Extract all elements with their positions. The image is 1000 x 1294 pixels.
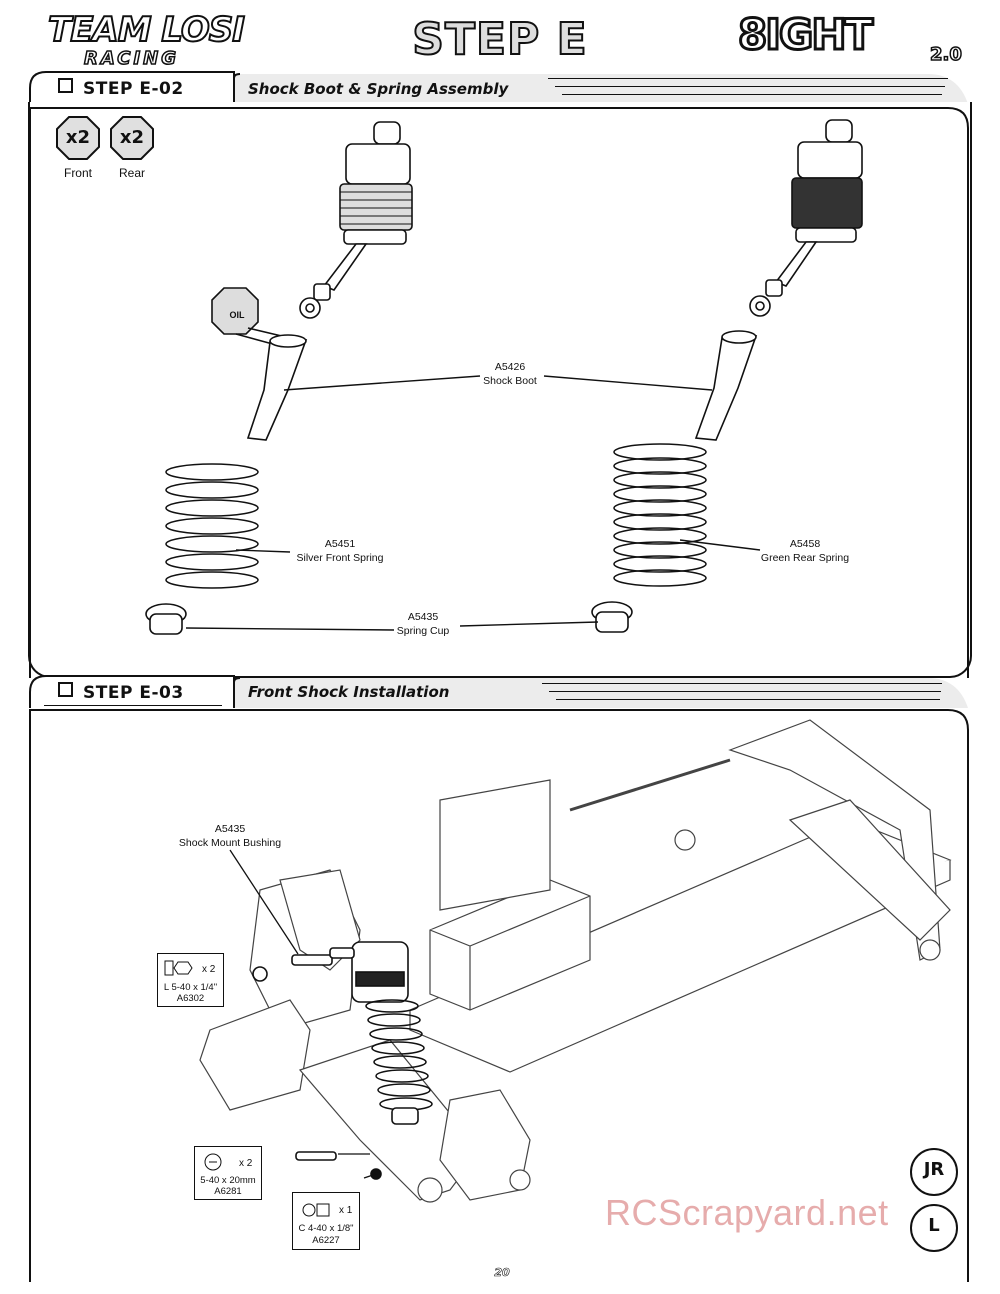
rear-qty-badge: x2 <box>110 116 154 160</box>
panel-border <box>29 709 969 1282</box>
rear-shock-body <box>749 119 863 317</box>
front-caption: Front <box>63 166 92 180</box>
step-e03-label: STEP E-03 <box>58 682 184 703</box>
locknut-icon <box>164 960 193 976</box>
section-header-frame <box>29 675 968 708</box>
shock-mount-bushing-callout: A5435 Shock Mount Bushing <box>178 823 282 849</box>
front-spring <box>165 463 259 589</box>
step-e02-label: STEP E-02 <box>58 78 184 99</box>
oil-label: OIL <box>229 310 245 320</box>
checkbox-icon[interactable] <box>58 682 73 697</box>
left-right-badge: ЈR <box>910 1148 958 1196</box>
screw-head-icon <box>204 1153 222 1171</box>
header-rule <box>555 86 945 87</box>
header-rule <box>548 78 948 79</box>
rear-caption: Rear <box>118 166 145 180</box>
eight-2-logo: 8IGHT 2.0 <box>736 9 962 66</box>
front-shock-body <box>299 121 413 319</box>
header-rule <box>562 94 942 95</box>
spring-cup-callout: A5435 Spring Cup <box>396 611 450 637</box>
front-qty-badge: x2 <box>56 116 100 160</box>
panel-border <box>29 107 969 678</box>
header-rule <box>549 691 941 692</box>
page-title: STEP E <box>411 13 588 66</box>
team-losi-racing-logo: TEAM LOSI RACING <box>47 9 246 70</box>
front-shock <box>252 941 433 1180</box>
step-e02-title: Shock Boot & Spring Assembly <box>248 80 509 98</box>
front-shock-installation-illustration <box>199 719 952 1203</box>
shock-boot-callout: A5426 Shock Boot <box>483 361 537 387</box>
rear-spring <box>613 443 707 587</box>
hardware-box-locknut: x 2 L 5-40 x 1/4" A6302 <box>157 953 224 1007</box>
hardware-box-screw: x 2 5-40 x 20mm A6281 <box>194 1146 262 1200</box>
left-side-badge: L <box>910 1204 958 1252</box>
front-spring-callout: A5451 Silver Front Spring <box>296 538 384 564</box>
page-number: 20 <box>494 1266 510 1280</box>
section-header-frame <box>29 71 968 104</box>
header-rule <box>44 705 222 706</box>
header-rule <box>542 683 942 684</box>
watermark: RCScrapyard.net <box>605 1192 889 1233</box>
header-rule <box>556 699 940 700</box>
hardware-box-setscrew: x 1 C 4-40 x 1/8" A6227 <box>292 1192 360 1250</box>
front-bumper <box>199 999 311 1111</box>
set-screw-icon <box>302 1203 330 1217</box>
checkbox-icon[interactable] <box>58 78 73 93</box>
step-e03-title: Front Shock Installation <box>248 683 450 701</box>
rear-spring-callout: A5458 Green Rear Spring <box>760 538 850 564</box>
shock-assembly-illustration <box>145 119 863 635</box>
